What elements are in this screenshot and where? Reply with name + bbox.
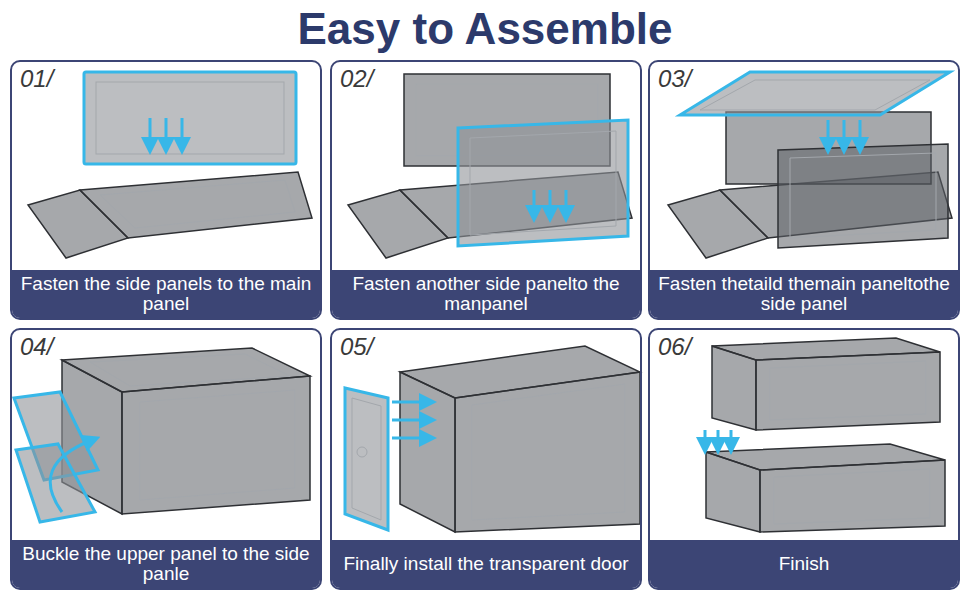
caption-text: Buckle the upper panel to the side panle: [12, 544, 320, 584]
step-number: 06/: [650, 330, 691, 361]
door-panel: [345, 388, 388, 530]
right-arrow: [392, 419, 428, 422]
panel-rib: [700, 80, 930, 110]
down-arrow: [565, 190, 568, 214]
caption-text: Fasten another side panelto the manpanel: [332, 274, 640, 314]
step-panel: 01/Fasten the side panels to the main pa…: [10, 60, 322, 320]
caption-text: Fasten the side panels to the main panel: [12, 274, 320, 314]
step-panel: 05/Finally install the transparent door: [330, 328, 642, 590]
caption-band: Fasten another side panelto the manpanel: [332, 270, 640, 318]
panel-rib: [90, 354, 290, 386]
box-end: [400, 372, 455, 532]
down-arrow: [704, 430, 707, 446]
box-side: [760, 460, 945, 532]
side-panel: [458, 120, 628, 246]
step-number: 01/: [12, 62, 53, 93]
panel-rib: [96, 82, 284, 154]
box-side: [756, 352, 940, 430]
step-number: 02/: [332, 62, 373, 93]
step-panel: 03/Fasten thetaild themain paneltothe si…: [648, 60, 960, 320]
main-panel: [80, 172, 312, 238]
step5-figure: [345, 346, 640, 532]
step3-figure: [668, 72, 952, 258]
step1-figure: [28, 72, 312, 258]
step-number: 04/: [12, 330, 53, 361]
side-panel: [84, 72, 296, 164]
step-panel: 04/Buckle the upper panel to the side pa…: [10, 328, 322, 590]
box-side: [122, 376, 310, 514]
side-panel: [778, 144, 948, 248]
lower-flap: [16, 444, 95, 522]
step-number: 03/: [650, 62, 691, 93]
step2-figure: [348, 74, 632, 258]
down-arrow: [181, 118, 184, 146]
caption-band: Fasten thetaild themain paneltothe side …: [650, 270, 958, 318]
curved-arrow: [50, 440, 92, 512]
panel-rib: [352, 398, 381, 520]
caption-band: Buckle the upper panel to the side panle: [12, 540, 320, 588]
caption-text: Finish: [773, 554, 836, 574]
down-arrow: [533, 190, 536, 214]
right-arrow: [392, 401, 428, 404]
title-text: Easy to Assemble: [0, 0, 970, 58]
box-end: [706, 452, 760, 532]
down-arrow: [859, 120, 862, 146]
step4-figure: [14, 348, 310, 522]
panel-rib: [774, 469, 930, 524]
step-number: 05/: [332, 330, 373, 361]
panel-rib: [470, 131, 616, 235]
box-side: [455, 372, 640, 532]
down-arrow: [843, 120, 846, 146]
down-arrow: [165, 118, 168, 146]
panel-rib: [472, 384, 625, 520]
right-arrow: [392, 437, 428, 440]
top-panel: [680, 72, 950, 115]
step-panel: 02/Fasten another side panelto the manpa…: [330, 60, 642, 320]
panel-rib: [770, 361, 926, 420]
down-arrow: [730, 430, 733, 446]
box-end: [712, 346, 756, 430]
caption-band: Finish: [650, 540, 958, 588]
down-arrow: [717, 430, 720, 446]
panel-rib: [140, 390, 295, 500]
down-arrow: [149, 118, 152, 146]
panel-rib: [790, 153, 936, 238]
caption-text: Finally install the transparent door: [337, 554, 634, 574]
door-hole: [357, 447, 367, 457]
panel-rib: [100, 180, 295, 228]
caption-band: Finally install the transparent door: [332, 540, 640, 588]
step6-figure: [705, 338, 945, 532]
down-arrow: [827, 120, 830, 146]
caption-text: Fasten thetaild themain paneltothe side …: [650, 274, 958, 314]
caption-band: Fasten the side panels to the main panel: [12, 270, 320, 318]
down-arrow: [549, 190, 552, 214]
step-panel: 06/Finish: [648, 328, 960, 590]
